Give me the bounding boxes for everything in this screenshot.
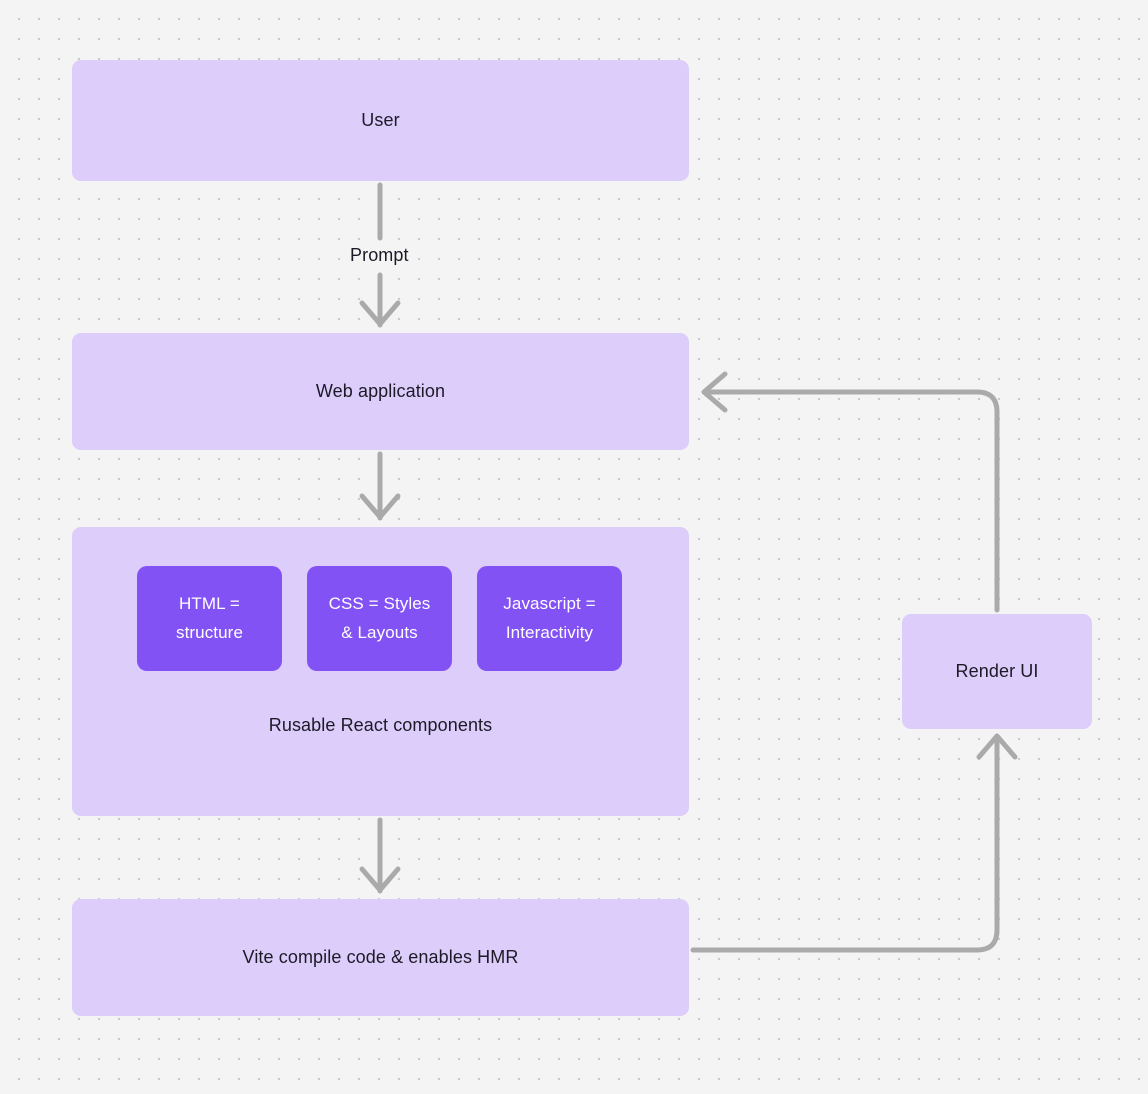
node-vite-compile[interactable]: Vite compile code & enables HMR xyxy=(72,899,689,1016)
edge-webapp-to-components xyxy=(359,451,401,521)
sub-node-html[interactable]: HTML = structure xyxy=(137,566,282,671)
edge-components-to-vite xyxy=(359,817,401,894)
edge-label-prompt: Prompt xyxy=(343,245,416,266)
sub-node-html-label: HTML = structure xyxy=(176,590,243,648)
sub-node-html-line2: structure xyxy=(175,622,244,642)
sub-node-html-line1: HTML = xyxy=(179,593,240,613)
node-render-ui[interactable]: Render UI xyxy=(902,614,1092,729)
node-web-application[interactable]: Web application xyxy=(72,333,689,450)
node-user[interactable]: User xyxy=(72,60,689,181)
sub-node-javascript-line1: Javascript = xyxy=(503,593,596,613)
sub-node-javascript-line2: Interactivity xyxy=(505,622,594,642)
node-web-application-label: Web application xyxy=(315,380,446,401)
sub-node-javascript-label: Javascript = Interactivity xyxy=(503,590,595,648)
node-vite-compile-label: Vite compile code & enables HMR xyxy=(242,946,519,967)
node-user-label: User xyxy=(361,109,400,130)
sub-node-css-line2: & Layouts xyxy=(341,622,418,642)
sub-node-css-line1: CSS = Styles xyxy=(328,593,431,613)
edge-render-ui-to-webapp xyxy=(701,371,1000,613)
sub-node-javascript[interactable]: Javascript = Interactivity xyxy=(477,566,622,671)
sub-node-css[interactable]: CSS = Styles & Layouts xyxy=(307,566,452,671)
edge-vite-to-render-ui xyxy=(690,733,1018,953)
node-render-ui-label: Render UI xyxy=(955,660,1039,681)
node-reusable-react-components-label: Rusable React components xyxy=(268,715,493,735)
sub-node-css-label: CSS = Styles & Layouts xyxy=(329,590,431,648)
node-reusable-react-components[interactable]: HTML = structure CSS = Styles & Layouts … xyxy=(72,527,689,816)
